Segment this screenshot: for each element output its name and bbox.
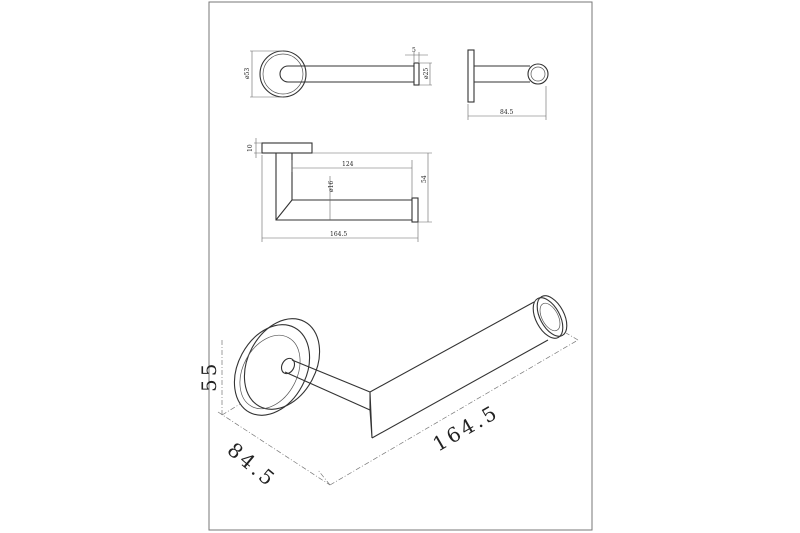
front-arm-length-label: 124 (342, 161, 354, 168)
iso-depth-label: 84.5 (223, 437, 282, 492)
iso-height-label: 55 (197, 361, 221, 392)
front-view: 10 124 ø16 54 164.5 (247, 138, 432, 242)
front-total-length-label: 164.5 (330, 231, 347, 238)
front-flange-thickness-label: 10 (247, 144, 254, 152)
side-view: 84.5 (467, 49, 549, 120)
side-depth-label: 84.5 (500, 109, 514, 116)
top-dia-knob-label: ø25 (423, 68, 430, 79)
front-dia-arm-label: ø16 (328, 181, 335, 192)
isometric-view: 55 84.5 164.5 (197, 295, 579, 492)
iso-length-label: 164.5 (429, 399, 504, 456)
front-height-label: 54 (421, 175, 428, 183)
top-gap-label: 5 (412, 47, 416, 54)
drawing-frame (208, 1, 593, 531)
top-dia-flange-label: ø53 (244, 68, 251, 79)
top-view: ø53 ø25 5 (244, 47, 432, 98)
